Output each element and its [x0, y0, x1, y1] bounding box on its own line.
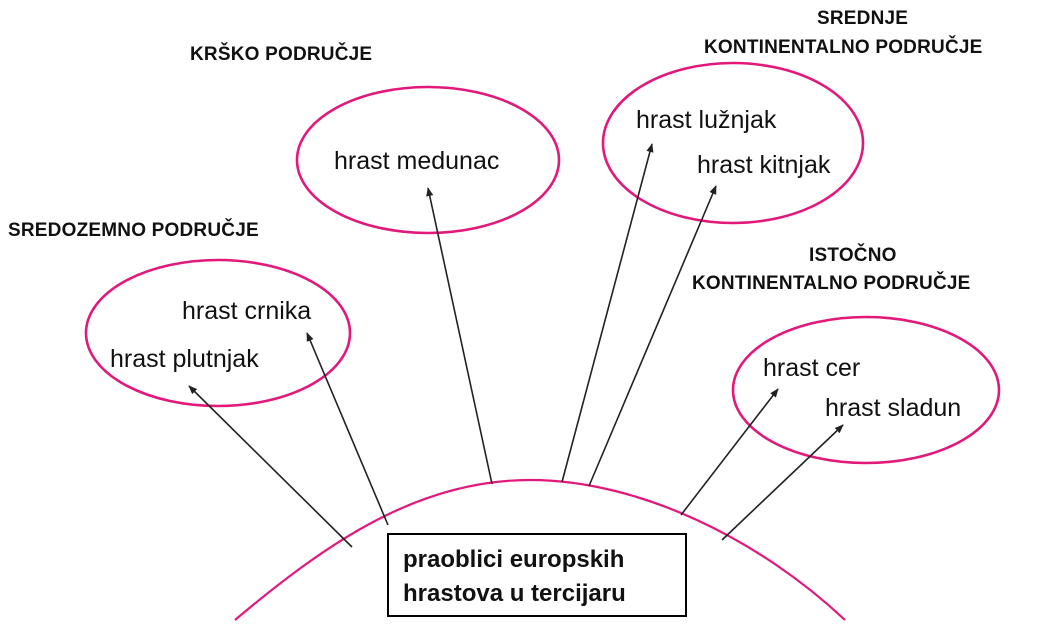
arrow-sladun [721, 424, 844, 541]
arrow-cer [680, 388, 779, 516]
arrow-kitnjak [588, 185, 717, 487]
arrow-luznjak [561, 143, 654, 483]
region-title-sredozemno: SREDOZEMNO PODRUČJE [8, 220, 259, 241]
species-label-cer: hrast cer [763, 354, 861, 382]
arrow-plutnjak [188, 385, 353, 548]
origin-arc [234, 478, 846, 621]
arrow-medunac [426, 187, 493, 485]
arrow-crnika [306, 332, 389, 526]
species-label-medunac: hrast medunac [334, 147, 500, 175]
region-title-srednje-line2: KONTINENTALNO PODRUČJE [704, 37, 983, 58]
species-label-plutnjak: hrast plutnjak [110, 345, 259, 373]
species-label-kitnjak: hrast kitnjak [697, 151, 831, 179]
region-title-istocno-line1: ISTOČNO [809, 245, 897, 266]
region-title-istocno-line2: KONTINENTALNO PODRUČJE [692, 273, 971, 294]
ellipse-sredozemno [84, 258, 352, 408]
center-origin-box: praoblici europskih hrastova u tercijaru [387, 533, 687, 617]
ellipse-istocno [731, 315, 1001, 465]
ellipse-srednje [601, 61, 865, 225]
center-label-line1: praoblici europskih [403, 546, 625, 573]
species-label-crnika: hrast crnika [182, 297, 312, 325]
ellipse-krsko [295, 85, 561, 235]
region-title-srednje-line1: SREDNJE [817, 8, 909, 29]
center-label-line2: hrastova u tercijaru [403, 580, 626, 607]
species-label-luznjak: hrast lužnjak [636, 106, 777, 134]
region-title-krsko: KRŠKO PODRUČJE [190, 44, 373, 65]
species-label-sladun: hrast sladun [825, 394, 962, 422]
